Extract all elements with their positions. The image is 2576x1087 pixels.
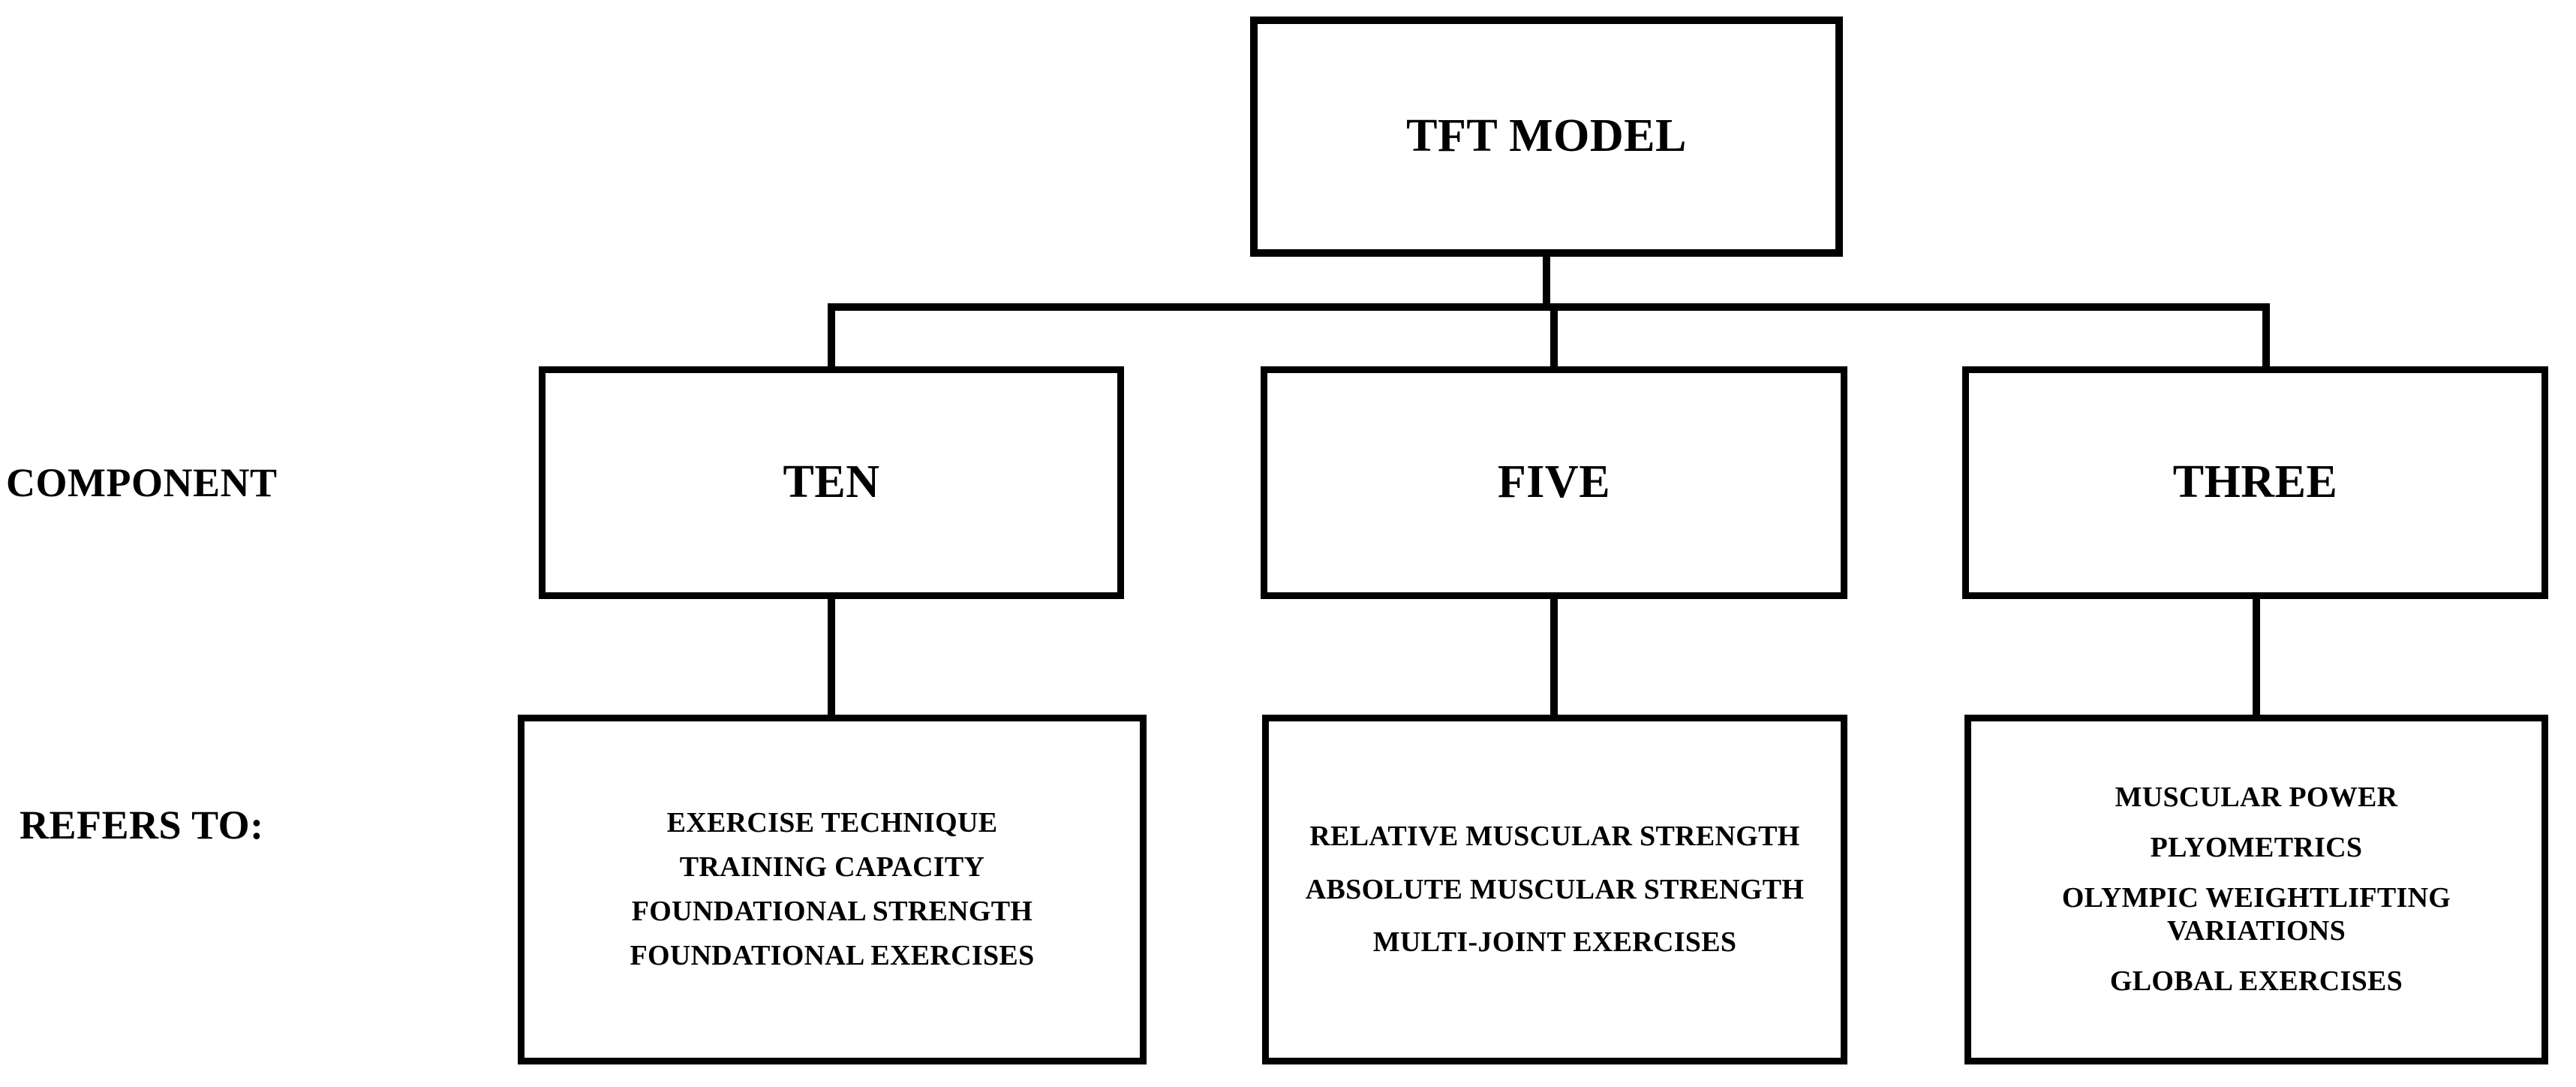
node-component-ten-label: TEN <box>783 456 880 508</box>
detail-item: MUSCULAR POWER <box>2115 781 2398 813</box>
node-component-five: FIVE <box>1261 366 1847 599</box>
detail-item: TRAINING CAPACITY <box>679 851 985 884</box>
detail-item: FOUNDATIONAL EXERCISES <box>630 939 1035 971</box>
row-label-refers-to: REFERS TO: <box>20 802 264 848</box>
node-details-five: RELATIVE MUSCULAR STRENGTH ABSOLUTE MUSC… <box>1262 715 1847 1064</box>
connector-drop-three <box>2262 303 2270 369</box>
node-details-ten: EXERCISE TECHNIQUE TRAINING CAPACITY FOU… <box>518 715 1147 1064</box>
detail-item: FOUNDATIONAL STRENGTH <box>631 896 1033 927</box>
detail-item: ABSOLUTE MUSCULAR STRENGTH <box>1305 873 1805 905</box>
row-label-component: COMPONENT <box>6 460 278 505</box>
detail-item: EXERCISE TECHNIQUE <box>666 807 998 839</box>
connector-link-ten-details <box>828 596 835 718</box>
node-component-five-label: FIVE <box>1497 456 1611 508</box>
detail-item: PLYOMETRICS <box>2150 831 2363 863</box>
detail-item: MULTI-JOINT EXERCISES <box>1372 926 1737 959</box>
connector-drop-five <box>1550 303 1558 369</box>
node-tft-model-label: TFT MODEL <box>1406 110 1687 162</box>
connector-root-stem <box>1543 257 1550 311</box>
node-component-three: THREE <box>1962 366 2548 599</box>
detail-item: GLOBAL EXERCISES <box>2109 965 2403 998</box>
detail-item: RELATIVE MUSCULAR STRENGTH <box>1309 820 1800 852</box>
connector-drop-ten <box>828 303 835 369</box>
connector-horizontal-bus <box>829 303 2270 311</box>
detail-item: OLYMPIC WEIGHTLIFTING VARIATIONS <box>2061 881 2451 947</box>
connector-link-three-details <box>2253 596 2260 718</box>
node-component-ten: TEN <box>539 366 1124 599</box>
node-component-three-label: THREE <box>2172 456 2338 508</box>
node-tft-model: TFT MODEL <box>1250 17 1843 257</box>
node-details-three: MUSCULAR POWER PLYOMETRICS OLYMPIC WEIGH… <box>1964 715 2548 1064</box>
connector-link-five-details <box>1550 596 1558 718</box>
